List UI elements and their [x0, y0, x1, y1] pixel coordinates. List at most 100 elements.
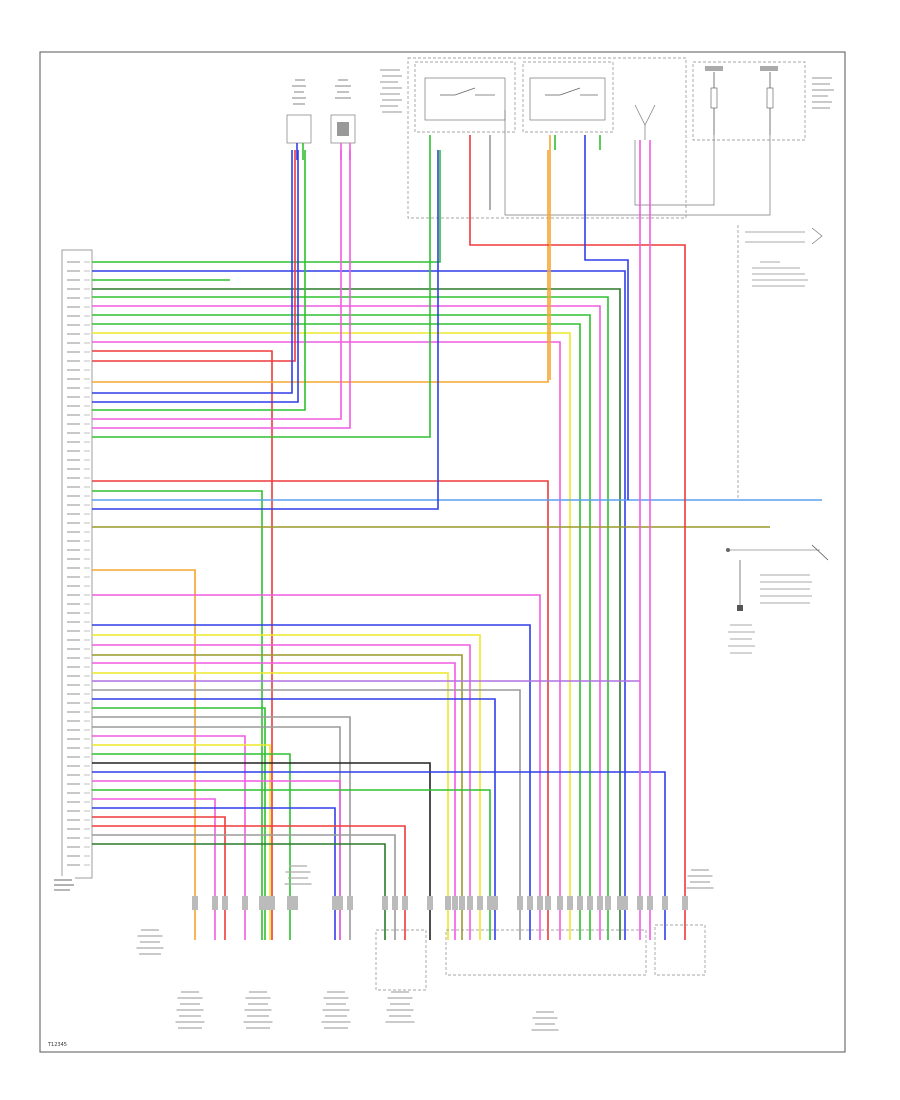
wire-30 [92, 654, 463, 940]
right-switch [726, 544, 829, 654]
bottom-connector-pin-22 [477, 896, 483, 910]
wire-36 [92, 707, 266, 940]
wire-39 [92, 735, 246, 940]
bottom-component-labels [136, 865, 714, 1031]
bottom-connector-pin-15 [392, 896, 398, 910]
bottom-connector-pin-40 [682, 896, 688, 910]
bottom-connector-pin-17 [427, 896, 433, 910]
wire-37 [92, 716, 351, 940]
right-legend [745, 227, 823, 287]
bottom-connector-pin-4 [242, 896, 248, 910]
wire-40 [92, 744, 271, 940]
relay-box-1 [414, 61, 516, 133]
bottom-connector-pin-24 [492, 896, 498, 910]
module-pin-labels [67, 261, 90, 866]
bottom-connector-pin-29 [557, 896, 563, 910]
bottom-connector-pin-34 [605, 896, 611, 910]
bottom-connector-pin-25 [517, 896, 523, 910]
bottom-connector-pin-3 [222, 896, 228, 910]
bottom-connector-pin-37 [637, 896, 643, 910]
main-module-box [61, 249, 93, 879]
wire-16 [92, 150, 306, 411]
wire-20 [92, 480, 549, 940]
wire-47 [92, 807, 336, 940]
wire-1 [92, 150, 441, 263]
bottom-module-box-3 [654, 924, 706, 976]
bottom-label-block-5 [531, 1011, 559, 1031]
bottom-label-block-7 [284, 865, 312, 885]
wire-4 [92, 288, 621, 940]
bottom-connectors [192, 896, 688, 910]
wire-31 [92, 662, 456, 940]
wire-41 [92, 753, 291, 940]
wire-45 [92, 789, 491, 940]
bottom-connector-pin-38 [647, 896, 653, 910]
wire-harness [92, 135, 822, 940]
bottom-connector-pin-19 [452, 896, 458, 910]
wire-23 [92, 150, 439, 510]
wire-11 [92, 350, 273, 940]
bottom-connector-pin-8 [269, 896, 275, 910]
relay-coil-3 [634, 104, 656, 140]
fuse-wire-2 [504, 110, 771, 216]
fuse-wire-1 [634, 135, 715, 206]
bottom-connector-pin-14 [382, 896, 388, 910]
bottom-connector-pin-35 [617, 896, 623, 910]
wire-49 [92, 825, 406, 940]
diagram-border [39, 51, 846, 1053]
bottom-connector-pin-28 [545, 896, 551, 910]
wire-34 [92, 689, 521, 940]
wire-13 [92, 150, 549, 383]
bottom-connector-pin-26 [527, 896, 533, 910]
bottom-connector-pin-27 [537, 896, 543, 910]
wire-43 [92, 771, 666, 940]
bottom-connector-pin-23 [487, 896, 493, 910]
bottom-connector-pin-31 [577, 896, 583, 910]
wire-10 [92, 341, 561, 940]
bottom-label-block-2 [243, 991, 273, 1029]
bottom-module-box-2 [445, 929, 647, 976]
wire-28 [92, 634, 481, 940]
wire-29 [92, 644, 471, 940]
main-module-label [53, 876, 75, 891]
wire-18 [92, 150, 351, 429]
wire-6 [92, 305, 601, 940]
wire-7 [92, 314, 591, 940]
wire-relay-blue [584, 135, 629, 500]
bottom-connector-pin-13 [347, 896, 353, 910]
bottom-label-block-6 [136, 929, 164, 955]
relay-box-2 [522, 61, 614, 133]
wire-46 [92, 798, 216, 940]
bottom-connector-pin-12 [337, 896, 343, 910]
wire-12 [92, 150, 296, 362]
wire-relay-red [469, 135, 686, 940]
wire-26 [92, 594, 541, 940]
bottom-connector-pin-18 [445, 896, 451, 910]
wire-5 [92, 296, 609, 940]
bottom-connector-pin-30 [567, 896, 573, 910]
wire-9 [92, 332, 571, 940]
wire-2 [92, 270, 626, 940]
bottom-connector-pin-32 [587, 896, 593, 910]
bottom-connector-pin-10 [292, 896, 298, 910]
wire-35 [92, 698, 496, 940]
wire-32 [92, 672, 449, 940]
wire-8 [92, 323, 581, 940]
footer-code: T12345 [47, 1042, 67, 1048]
bottom-connector-pin-16 [402, 896, 408, 910]
wire-44 [92, 780, 341, 940]
wire-21 [92, 490, 263, 940]
wire-42 [92, 762, 431, 940]
fuse-note-block [812, 77, 834, 109]
wire-17 [92, 150, 342, 420]
bottom-connector-pin-21 [467, 896, 473, 910]
bottom-connector-pin-11 [332, 896, 338, 910]
wire-51 [92, 843, 386, 940]
bottom-label-block-8 [686, 869, 714, 889]
relay-enclosure [407, 57, 687, 219]
wire-14 [92, 150, 293, 394]
bottom-connector-pin-1 [192, 896, 198, 910]
bottom-connector-pin-20 [459, 896, 465, 910]
wire-27 [92, 624, 531, 940]
